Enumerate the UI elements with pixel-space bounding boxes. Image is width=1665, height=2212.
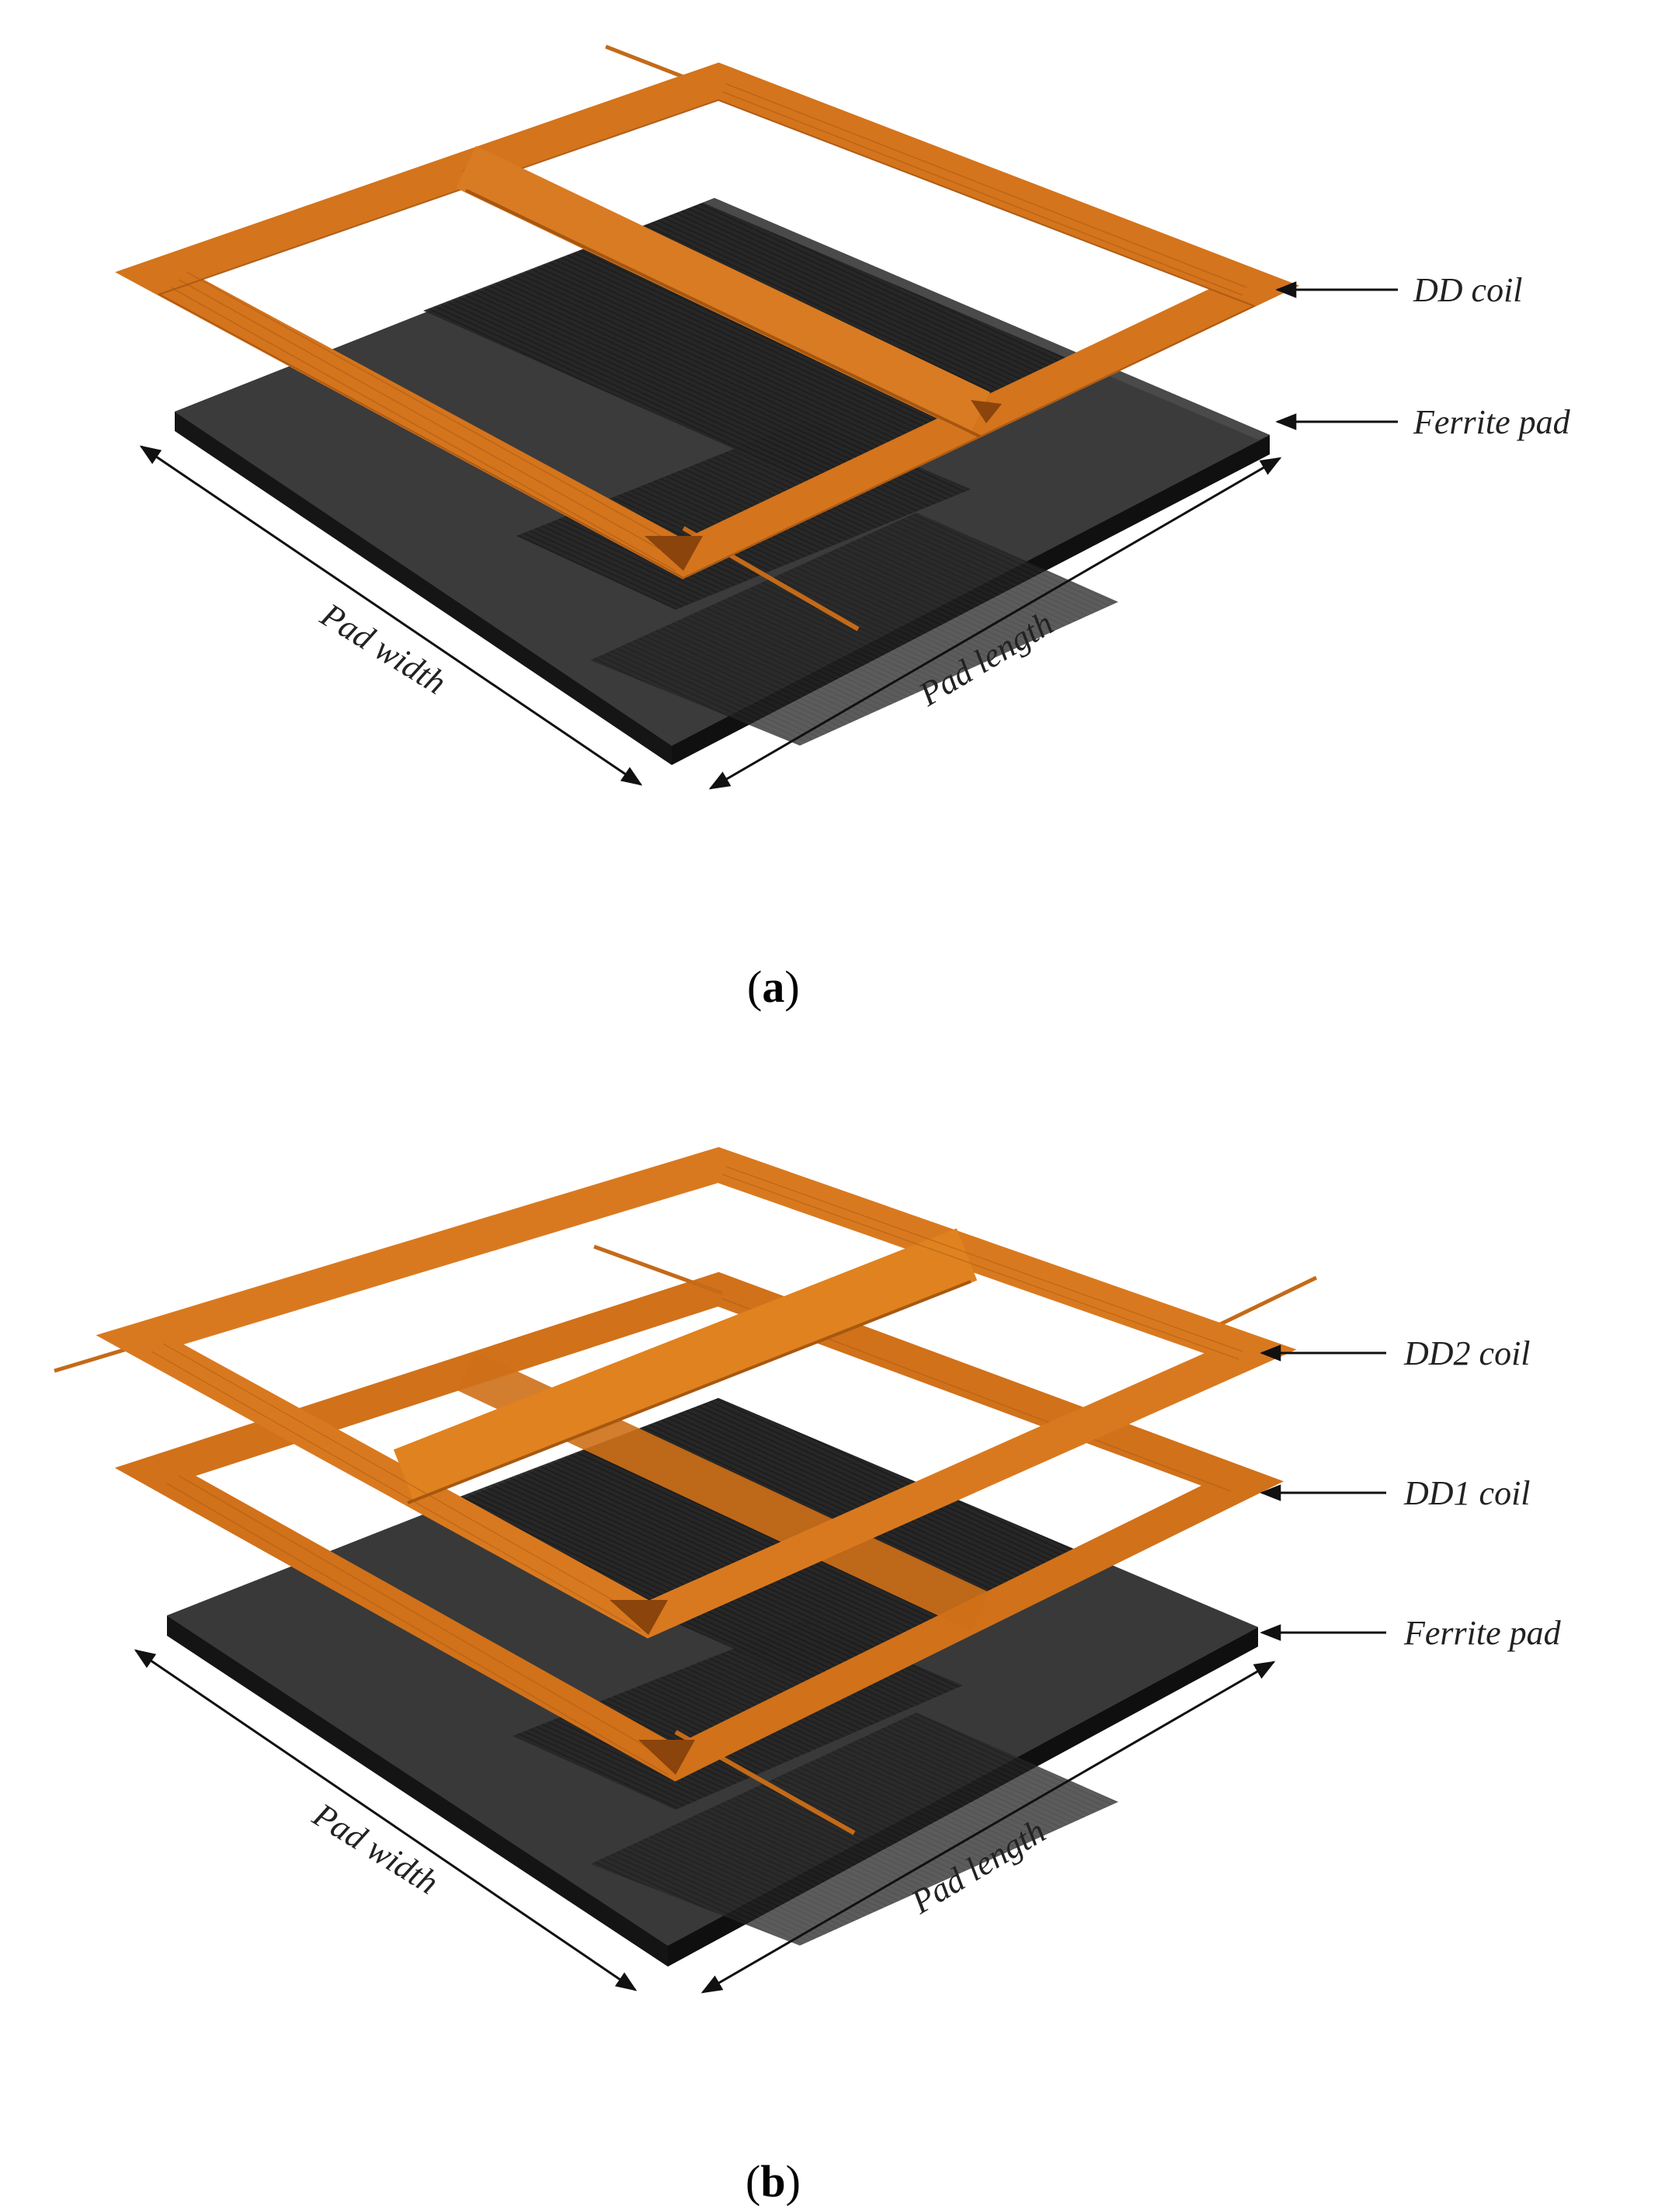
width-dimension-a xyxy=(139,445,643,786)
caption-a: (a) xyxy=(747,962,800,1012)
label-ferrite-pad-a: Ferrite pad xyxy=(1413,403,1571,441)
panel-a: DD coil Ferrite pad Pad width Pad length… xyxy=(115,44,1571,1012)
length-dimension-b xyxy=(700,1661,1276,1994)
label-pad-width-b: Pad width xyxy=(306,1795,445,1901)
label-dd1-coil: DD1 coil xyxy=(1403,1474,1531,1512)
label-ferrite-pad-b: Ferrite pad xyxy=(1403,1614,1562,1652)
length-dimension-a xyxy=(708,457,1282,790)
width-dimension-b xyxy=(134,1649,638,1991)
label-dd2-coil: DD2 coil xyxy=(1403,1334,1531,1372)
panel-b: DD2 coil DD1 coil Ferrite pad Pad width … xyxy=(54,1146,1562,2207)
dd2-coil-b xyxy=(54,1146,1318,1639)
caption-b: (b) xyxy=(746,2156,801,2207)
label-dd-coil: DD coil xyxy=(1413,271,1523,309)
